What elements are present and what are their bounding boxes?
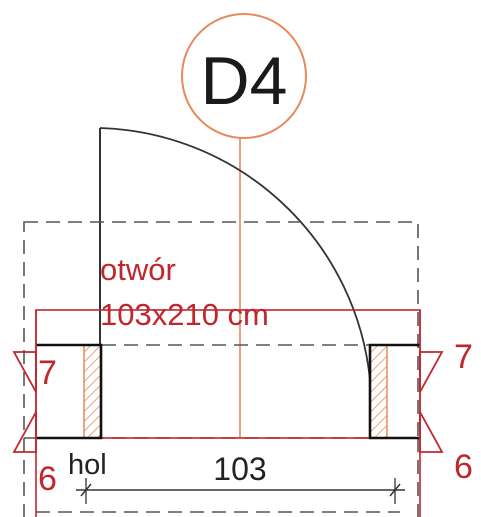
right-top-dimension: 7	[454, 338, 473, 376]
tag-circle	[181, 13, 307, 139]
door-swing-arc	[99, 127, 371, 381]
left-top-triangle	[12, 351, 37, 393]
right-wall-outline	[368, 343, 420, 440]
width-dimension-value: 103	[213, 451, 266, 487]
left-wall-outline	[36, 343, 103, 440]
left-bottom-triangle	[12, 411, 37, 453]
dashed-outline-frame	[23, 221, 419, 439]
right-bottom-triangle	[419, 411, 444, 453]
room-label: hol	[68, 449, 107, 481]
right-bottom-dimension: 6	[454, 448, 473, 486]
left-top-dimension: 7	[38, 354, 57, 392]
opening-label: otwór	[100, 252, 176, 287]
door-tag: D4	[201, 43, 288, 119]
left-bottom-dimension: 6	[38, 460, 57, 498]
left-jamb-hatch	[83, 344, 102, 439]
opening-size: 103x210 cm	[100, 297, 269, 332]
right-jamb-hatch	[369, 344, 388, 439]
right-top-triangle	[419, 351, 444, 393]
